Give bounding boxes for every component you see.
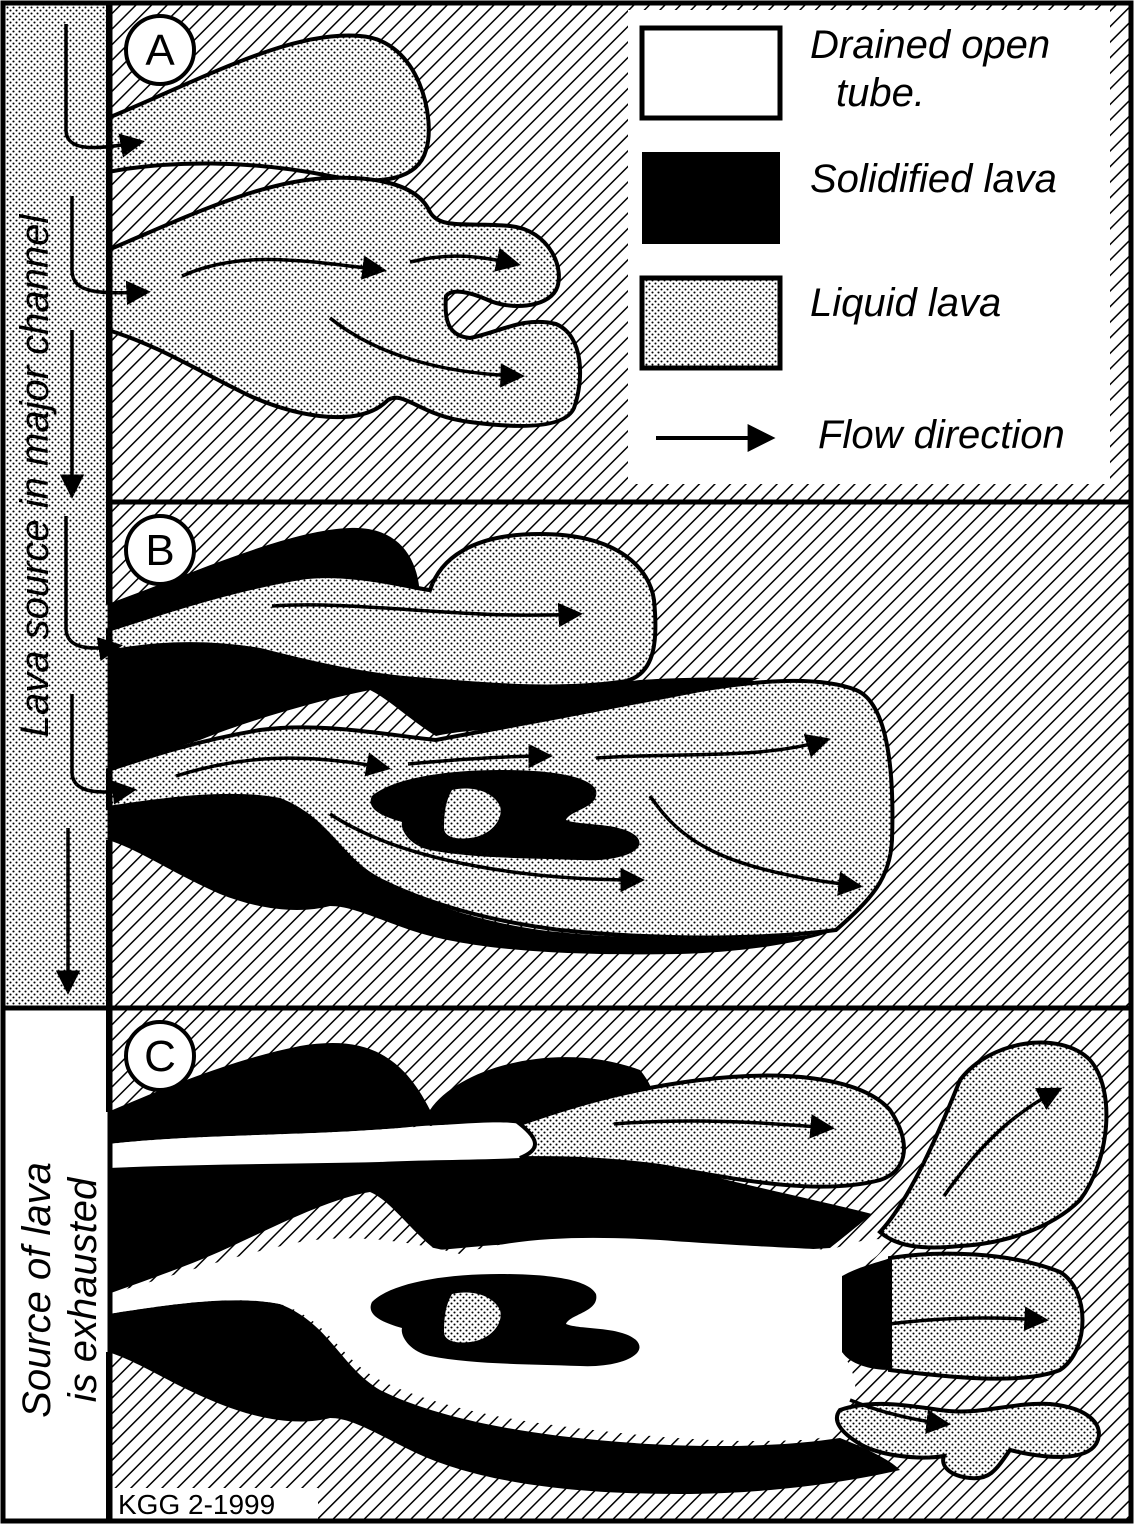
panel-b-flow-arrow-8 bbox=[648, 795, 863, 896]
panel-c-flow-arrow-4 bbox=[849, 1398, 951, 1435]
panel-c-crust-bottom bbox=[108, 1300, 900, 1494]
panel-a-badge bbox=[124, 14, 196, 86]
source-channel bbox=[4, 4, 110, 1008]
panel-c-liquid-middle bbox=[888, 1251, 1085, 1381]
panel-a-upper-tongue bbox=[106, 33, 431, 183]
legend-swatch-drained bbox=[639, 25, 783, 121]
panel-b-upper-tube bbox=[106, 531, 658, 689]
panel-b-flow-arrow-7 bbox=[329, 812, 645, 893]
panel-c-flow-arrow-3 bbox=[873, 1306, 1049, 1332]
panel-c-drained-upper bbox=[108, 1122, 535, 1168]
panel-b: B bbox=[55, 502, 895, 1008]
exhausted-label-2: is exhausted bbox=[61, 1176, 105, 1402]
panel-b-flow-arrow-2 bbox=[70, 694, 137, 805]
exhausted-label-1: Source of lava bbox=[15, 1162, 59, 1418]
panel-c-flow-arrow-1 bbox=[613, 1114, 835, 1139]
source-channel-label: Lava source in major channel bbox=[13, 214, 57, 738]
legend-drained-label-1: Drained open bbox=[810, 23, 1050, 67]
legend-solidified-label: Solidified lava bbox=[810, 157, 1057, 201]
panel-c-solid-island bbox=[370, 1274, 640, 1367]
legend-swatch-liquid bbox=[639, 275, 783, 371]
panel-b-crust-middle bbox=[108, 642, 760, 770]
panel-b-island-hole bbox=[444, 788, 501, 839]
panel-b-badge bbox=[124, 514, 196, 586]
panel-b-solid-island bbox=[370, 770, 640, 861]
legend-drained-label-2: tube. bbox=[836, 71, 925, 115]
panel-c-flow-arrow-2 bbox=[942, 1087, 1063, 1198]
legend-flow-label: Flow direction bbox=[818, 413, 1065, 457]
panel-a-flow-arrow-1 bbox=[64, 24, 145, 158]
panel-a-flow-arrow-3 bbox=[181, 255, 387, 280]
panel-c-crust-middle bbox=[108, 1153, 872, 1294]
legend: Drained open tube. Solidified lava Liqui… bbox=[628, 10, 1110, 484]
exhausted-channel bbox=[4, 1008, 110, 1520]
panel-c-crust-stub bbox=[842, 1258, 890, 1370]
panel-c-crust-top bbox=[108, 1043, 653, 1144]
panel-a-lower-lobe bbox=[106, 175, 583, 428]
legend-liquid-label: Liquid lava bbox=[810, 281, 1001, 325]
panel-b-flow-arrow-6 bbox=[595, 733, 831, 760]
panel-a-flow-arrow-4 bbox=[409, 247, 521, 272]
panel-b-flow-arrow-4 bbox=[175, 752, 391, 778]
panel-a-letter: A bbox=[145, 26, 175, 75]
legend-swatch-solidified bbox=[642, 152, 780, 244]
panel-b-flow-arrow-5 bbox=[407, 743, 553, 769]
panel-b-letter: B bbox=[145, 526, 174, 575]
credit-backdrop bbox=[112, 1488, 318, 1520]
panel-c-badge bbox=[124, 1020, 196, 1092]
panel-c-island-hole bbox=[444, 1292, 501, 1343]
panel-b-crust-bottom bbox=[108, 795, 836, 955]
credit-label: KGG 2-1999 bbox=[118, 1489, 275, 1520]
panel-c-liquid-bottom bbox=[834, 1401, 1101, 1481]
panel-c: C bbox=[106, 1008, 1109, 1520]
panel-c-liquid-upper bbox=[515, 1073, 906, 1189]
panel-c-letter: C bbox=[144, 1032, 176, 1081]
panel-b-flow-arrow-3 bbox=[271, 602, 583, 628]
panel-a-flow-arrow-2 bbox=[70, 196, 151, 306]
panel-a-flow-arrow-5 bbox=[328, 316, 525, 388]
